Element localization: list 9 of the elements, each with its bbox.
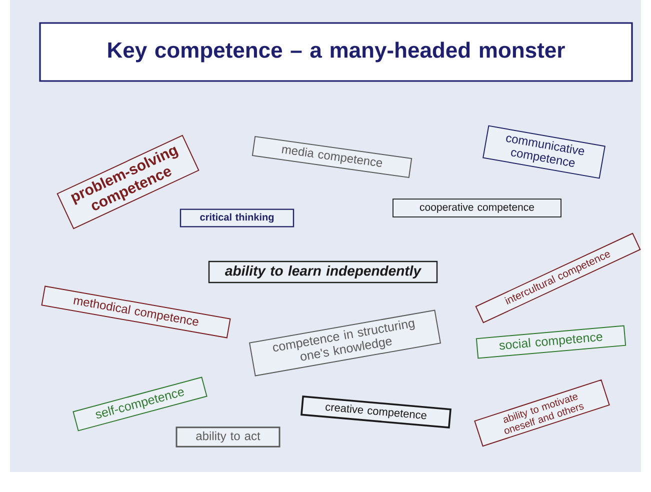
competence-box: social competence: [476, 325, 626, 359]
competence-box: ability to learn independently: [208, 260, 438, 284]
competence-box: methodical competence: [41, 286, 231, 338]
competence-box: cooperative competence: [392, 198, 562, 218]
competence-box: ability to motivate oneself and others: [474, 379, 610, 447]
competence-box: ability to act: [176, 426, 280, 448]
title-box: Key competence – a many-headed monster: [39, 22, 633, 82]
competence-box: communicative competence: [482, 125, 606, 179]
competence-box: critical thinking: [180, 208, 294, 228]
